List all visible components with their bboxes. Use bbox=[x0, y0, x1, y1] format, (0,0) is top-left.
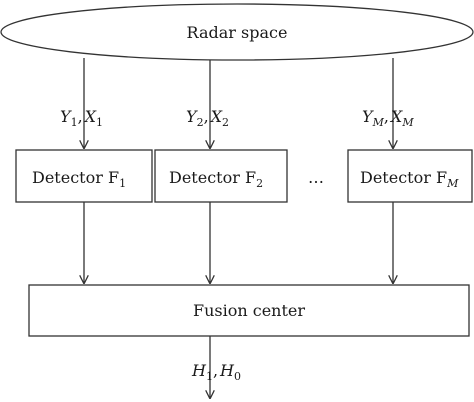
fusion-center-node: Fusion center bbox=[28, 284, 470, 337]
channel-m: YM,XM Detector FM bbox=[347, 58, 473, 283]
fusion-center-label: Fusion center bbox=[193, 301, 305, 320]
radar-space-label: Radar space bbox=[187, 23, 288, 42]
output: H1,H0 bbox=[191, 336, 241, 398]
signal-label-2: Y2,X2 bbox=[186, 107, 229, 129]
detector-label-m: Detector FM bbox=[360, 168, 459, 190]
detector-box-1 bbox=[15, 149, 153, 203]
detector-box-m bbox=[347, 149, 473, 203]
detector-label-1: Detector F1 bbox=[32, 168, 126, 190]
signal-label-1: Y1,X1 bbox=[60, 107, 103, 129]
detector-label-2: Detector F2 bbox=[169, 168, 263, 190]
output-label: H1,H0 bbox=[191, 361, 241, 383]
fusion-center-box bbox=[28, 284, 470, 337]
radar-space-node: Radar space bbox=[0, 3, 474, 61]
detector-box-2 bbox=[154, 149, 288, 203]
channel-1: Y1,X1 Detector F1 bbox=[15, 58, 153, 283]
channel-ellipsis: … bbox=[308, 168, 324, 187]
channel-2: Y2,X2 Detector F2 bbox=[154, 60, 288, 283]
signal-label-m: YM,XM bbox=[362, 107, 414, 129]
radar-space-ellipse bbox=[0, 3, 474, 61]
